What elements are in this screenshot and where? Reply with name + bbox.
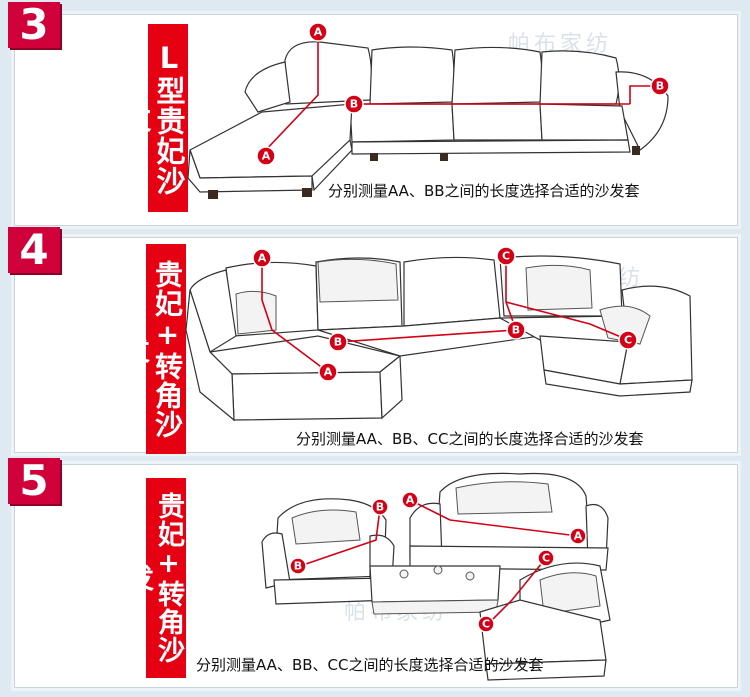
svg-text:A: A [324,366,333,379]
svg-text:A: A [406,494,415,507]
marker-b-left: B [328,332,348,352]
svg-text:A: A [262,150,271,163]
svg-text:A: A [314,26,323,39]
marker-b-right: B [506,320,526,340]
section-5-caption: 分别测量AA、BB、CC之间的长度选择合适的沙发套 [196,656,544,674]
section-5-number: 5 [8,458,60,504]
section-3-caption: 分别测量AA、BB之间的长度选择合适的沙发套 [328,182,640,200]
marker-c-bottom: C [477,615,495,633]
marker-b-bottom: B [289,557,307,575]
marker-b-left: B [344,94,364,114]
section-4-caption: 分别测量AA、BB、CC之间的长度选择合适的沙发套 [296,430,644,448]
marker-b-right: B [650,76,670,96]
svg-text:A: A [574,530,583,543]
marker-a-top: A [252,248,272,268]
marker-a-left: A [401,491,419,509]
section-4-sofa-drawing: A A B B C C [185,246,693,422]
marker-a-right: A [569,527,587,545]
svg-text:B: B [376,501,384,514]
marker-a-bottom: A [256,146,276,166]
svg-text:B: B [350,98,358,111]
svg-text:C: C [502,250,510,263]
section-3-sofa-drawing: A A B B [187,22,670,199]
section-3-title: L型贵妃沙发 [118,24,188,212]
svg-text:B: B [294,560,302,573]
section-4-number: 4 [8,227,60,273]
marker-b-top: B [371,498,389,516]
section-3-number: 3 [8,2,60,48]
marker-c-bottom: C [618,330,638,350]
svg-text:B: B [656,80,664,93]
marker-c-top: C [537,549,555,567]
section-5-title: 贵妃+转角沙发 [122,478,186,678]
svg-text:B: B [334,336,342,349]
svg-text:C: C [542,552,550,565]
marker-a-bottom: A [318,362,338,382]
section-4-title: 贵妃+转角沙发 [118,244,186,454]
svg-text:A: A [258,252,267,265]
svg-text:C: C [624,334,632,347]
svg-text:C: C [482,618,490,631]
marker-c-top: C [496,246,516,266]
marker-a-top: A [308,22,328,42]
svg-text:B: B [512,324,520,337]
